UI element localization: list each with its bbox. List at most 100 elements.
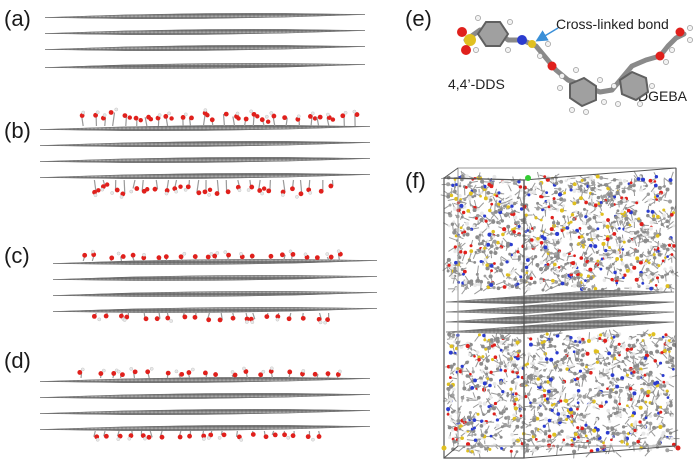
polymer-atom [572, 419, 576, 423]
oxygen-atom [202, 189, 208, 195]
polymer-atom [597, 386, 601, 390]
polymer-atom [546, 199, 551, 203]
polymer-atom [518, 233, 522, 237]
polymer-atom [644, 400, 648, 404]
polymer-atom [502, 285, 507, 289]
polymer-atom [552, 432, 557, 437]
polymer-atom [598, 261, 603, 266]
polymer-atom [658, 424, 663, 430]
polymer-atom [447, 224, 451, 228]
dds-ring [476, 21, 510, 47]
polymer-atom [520, 382, 525, 387]
polymer-atom [483, 184, 487, 189]
polymer-atom [552, 197, 556, 201]
polymer-atom [649, 245, 653, 248]
polymer-atom [499, 435, 503, 439]
crosslink-label: Cross-linked bond [556, 16, 669, 32]
hydrogen-atom [573, 67, 579, 73]
polymer-atom [452, 439, 457, 444]
polymer-atom [462, 417, 467, 422]
polymer-atom [555, 240, 560, 245]
oxygen-atom [114, 187, 120, 193]
polymer-atom [666, 401, 670, 405]
polymer-atom [556, 274, 560, 278]
polymer-atom [526, 392, 531, 397]
polymer-atom [524, 395, 528, 399]
polymer-atom [650, 388, 654, 392]
polymer-atom [592, 215, 597, 220]
polymer-atom [547, 257, 551, 261]
polymer-atom [563, 349, 568, 353]
oxygen-atom [91, 252, 97, 258]
polymer-atom [554, 280, 559, 284]
polymer-atom [598, 404, 603, 408]
polymer-atom [550, 179, 555, 183]
polymer-atom [492, 412, 496, 416]
polymer-atom [615, 190, 620, 195]
hydrogen-atom [261, 369, 266, 374]
polymer-atom [497, 191, 501, 195]
polymer-atom [465, 343, 470, 349]
polymer-atom [560, 429, 564, 434]
polymer-atom [506, 394, 509, 397]
polymer-atom [660, 274, 665, 279]
oxygen-atom [192, 314, 198, 320]
polymer-atom [464, 174, 469, 179]
polymer-atom [514, 221, 518, 225]
oxygen-atom [103, 313, 109, 319]
polymer-atom [448, 436, 452, 440]
polymer-atom [618, 402, 622, 406]
polymer-atom [560, 281, 565, 286]
polymer-atom [616, 275, 620, 279]
polymer-atom [520, 446, 524, 450]
polymer-atom [646, 209, 650, 213]
polymer-atom [665, 381, 669, 386]
polymer-atom [621, 189, 626, 194]
polymer-matrix-top [440, 170, 679, 296]
polymer-atom [480, 241, 484, 246]
polymer-atom [615, 410, 619, 415]
hydrogen-atom [343, 110, 348, 115]
oxygen-atom [96, 188, 101, 193]
polymer-atom [629, 231, 634, 236]
polymer-atom [561, 380, 565, 384]
polymer-atom [470, 385, 475, 390]
oxygen-atom [236, 434, 242, 440]
polymer-atom [655, 349, 660, 354]
hydrogen-atom [215, 251, 220, 255]
polymer-atom [539, 260, 544, 265]
polymer-atom [559, 179, 564, 184]
polymer-atom [669, 358, 674, 363]
polymer-atom [509, 449, 513, 453]
polymer-atom [646, 389, 651, 394]
polymer-atom [561, 342, 565, 346]
dgeba-ring-2 [618, 70, 650, 102]
dgeba-ring-1 [569, 76, 597, 108]
polymer-atom [473, 194, 477, 198]
polymer-atom [516, 282, 520, 286]
polymer-atom [589, 363, 593, 367]
polymer-atom [599, 267, 603, 271]
polymer-atom [469, 181, 472, 184]
polymer-atom [636, 370, 640, 374]
oxygen-atom [250, 432, 256, 437]
hydrogen-atom [116, 251, 121, 256]
polymer-atom [671, 367, 675, 371]
polymer-atom [557, 192, 563, 197]
polymer-atom [460, 267, 464, 272]
hydrogen-atom [507, 19, 513, 25]
polymer-atom [448, 376, 452, 379]
polymer-atom [447, 332, 452, 337]
polymer-atom [582, 414, 587, 419]
polymer-atom [562, 410, 567, 415]
oxygen-atom [91, 313, 97, 319]
panel-label-d: (d) [4, 348, 31, 373]
polymer-atom [611, 431, 616, 435]
oxygen-atom [98, 371, 104, 376]
polymer-atom [565, 418, 569, 421]
oxygen-atom [206, 317, 212, 323]
polymer-atom [468, 411, 472, 415]
functional-group-bond [252, 312, 256, 320]
polymer-atom [607, 351, 611, 356]
polymer-atom [515, 424, 520, 429]
